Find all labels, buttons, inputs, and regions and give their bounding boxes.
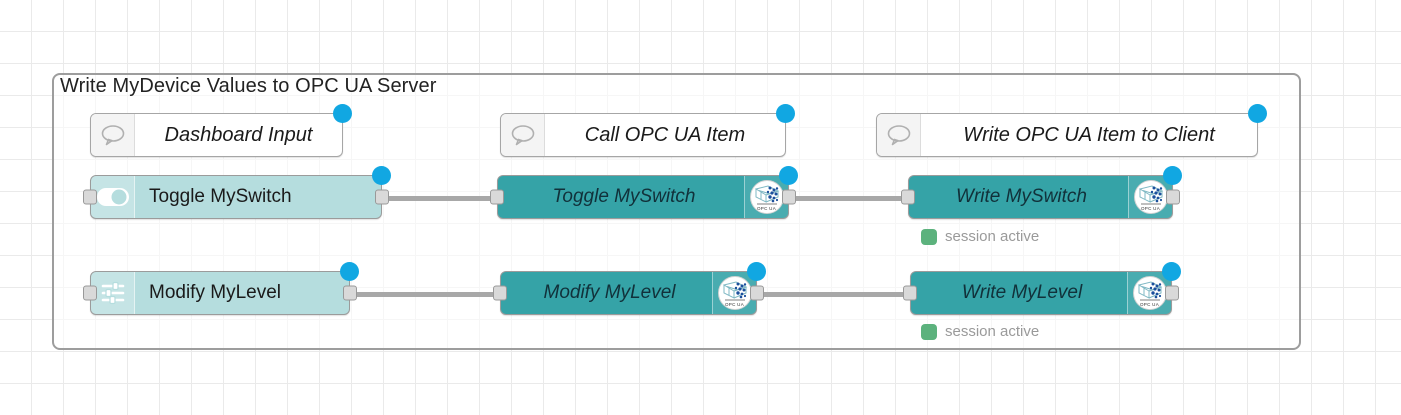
wire-toggle-to-opcitem [382,196,497,201]
opc-ua-logo-icon: OPC UA [1127,272,1171,314]
node-input-port[interactable] [903,285,917,301]
comment-label: Write OPC UA Item to Client [963,123,1215,146]
status-dot[interactable] [1248,104,1267,123]
opc-ua-logo-text: OPC UA [724,302,745,307]
opc-ua-logo-text: OPC UA [1140,206,1161,211]
opc-ua-logo-text: OPC UA [756,206,777,211]
status-dot[interactable] [340,262,359,281]
node-output-port[interactable] [1165,285,1179,301]
node-label: Write MyLevel [961,282,1083,303]
speech-bubble-icon [91,114,135,156]
status-dot[interactable] [747,262,766,281]
node-output-port[interactable] [1166,189,1180,205]
opc-ua-logo-icon: OPC UA [1128,176,1172,218]
node-input-port[interactable] [493,285,507,301]
speech-bubble-icon [877,114,921,156]
node-input-port[interactable] [83,189,97,205]
opc-ua-logo-text: OPC UA [1139,302,1160,307]
status-dot[interactable] [1163,166,1182,185]
node-label: Toggle MySwitch [149,186,292,207]
status-dot[interactable] [1162,262,1181,281]
node-modify-mylevel-dashboard[interactable]: Modify MyLevel [83,262,359,315]
node-input-port[interactable] [901,189,915,205]
speech-bubble-icon [501,114,545,156]
status-dot[interactable] [372,166,391,185]
node-toggle-myswitch-dashboard[interactable]: Toggle MySwitch [83,166,391,219]
wire-opcitem-to-write [789,196,907,201]
node-toggle-myswitch-opcua-item[interactable]: Toggle MySwitch [490,166,798,219]
node-label: Toggle MySwitch [552,186,696,207]
comment-label: Call OPC UA Item [584,123,746,146]
node-write-myswitch-opcua-client[interactable]: Write MySwitch [901,166,1182,219]
node-label: Modify MyLevel [543,282,676,303]
node-output-port[interactable] [750,285,764,301]
node-write-mylevel-opcua-client[interactable]: Write MyLevel [903,262,1181,315]
status-swatch [921,228,937,245]
status-label: session active [945,228,1040,245]
node-label: Modify MyLevel [149,282,281,303]
status-dot[interactable] [776,104,795,123]
node-label: Write MySwitch [956,186,1087,207]
status-dot[interactable] [779,166,798,185]
node-status-write-mylevel: session active [921,323,1039,340]
wire-level-to-opcitem [350,292,498,297]
opc-ua-logo-icon: OPC UA [744,176,788,218]
toggle-switch-icon [91,176,135,218]
node-input-port[interactable] [83,285,97,301]
status-label: session active [945,323,1040,340]
comment-label: Dashboard Input [164,123,313,146]
comment-node-dashboard-input[interactable]: Dashboard Input [90,104,352,157]
node-output-port[interactable] [782,189,796,205]
node-input-port[interactable] [490,189,504,205]
sliders-icon [91,272,135,314]
opc-ua-logo-icon: OPC UA [712,272,756,314]
node-modify-mylevel-opcua-item[interactable]: Modify MyLevel [493,262,766,315]
node-output-port[interactable] [343,285,357,301]
node-group-title: Write MyDevice Values to OPC UA Server [60,75,437,97]
node-output-port[interactable] [375,189,389,205]
status-swatch [921,323,937,340]
node-status-write-myswitch: session active [921,228,1039,245]
comment-node-write-opc-ua-item-to-client[interactable]: Write OPC UA Item to Client [876,104,1267,157]
comment-node-call-opc-ua-item[interactable]: Call OPC UA Item [500,104,795,157]
status-dot[interactable] [333,104,352,123]
wire-opcitem-to-writelevel [757,292,909,297]
